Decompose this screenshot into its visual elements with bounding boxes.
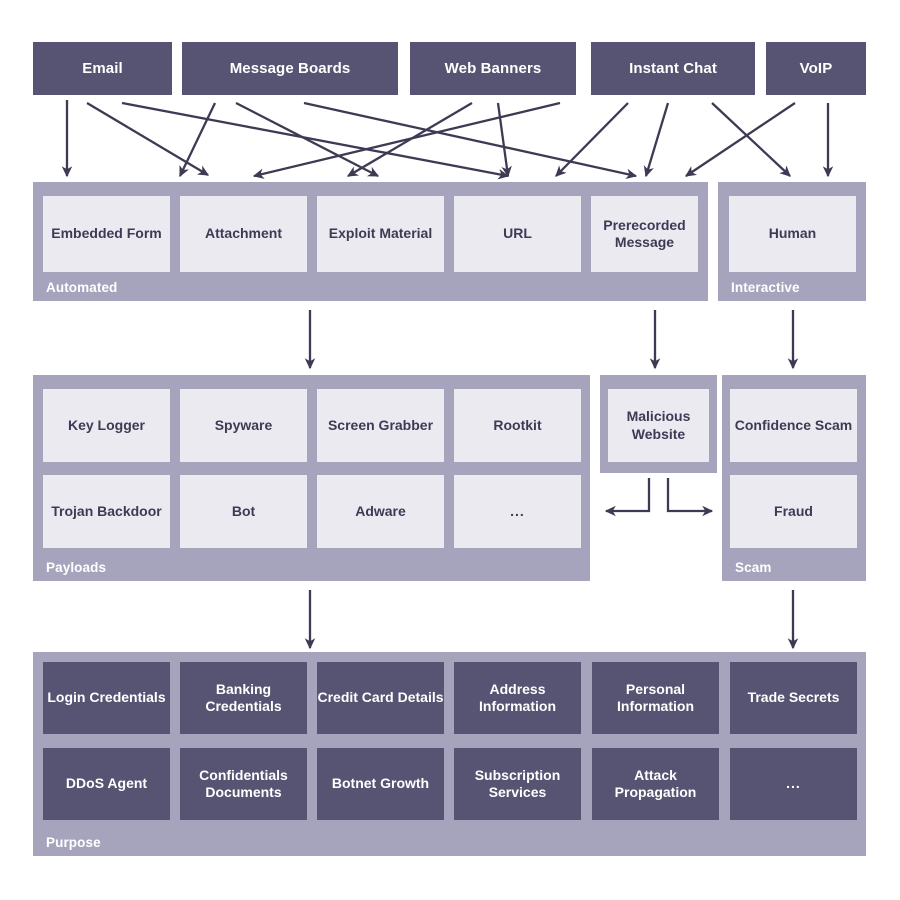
cell-label: Login Credentials xyxy=(47,689,166,706)
cell-label: Spyware xyxy=(214,416,273,433)
arrow-email-to-url xyxy=(121,101,510,180)
delivery-cell-exploit-material[interactable]: Exploit Material xyxy=(317,196,444,272)
arrow-instant-chat-to-human xyxy=(711,102,791,177)
payload-cell-adware[interactable]: Adware xyxy=(317,475,444,548)
delivery-cell-attachment[interactable]: Attachment xyxy=(180,196,307,272)
purpose-cell-banking-credentials[interactable]: Banking Credentials xyxy=(180,662,307,734)
cell-label: URL xyxy=(503,225,532,242)
band-label-interactive: Interactive xyxy=(731,280,800,296)
cell-label: Rootkit xyxy=(493,416,542,433)
arrow-instant-chat-to-url xyxy=(555,102,629,177)
purpose-cell-more[interactable]: ... xyxy=(730,748,857,820)
payload-cell-rootkit[interactable]: Rootkit xyxy=(454,389,581,462)
purpose-cell-confidentials-documents[interactable]: Confidentials Documents xyxy=(180,748,307,820)
cell-label: Botnet Growth xyxy=(331,775,430,792)
cell-label: Address Information xyxy=(479,680,556,715)
arrow-instant-chat-down xyxy=(643,102,670,178)
cell-label: Screen Grabber xyxy=(327,416,434,433)
channel-label: Web Banners xyxy=(444,59,542,77)
channel-box-voip[interactable]: VoIP xyxy=(766,42,866,95)
channel-box-web-banners[interactable]: Web Banners xyxy=(410,42,576,95)
arrow-malicious-website-left xyxy=(604,478,651,517)
payload-cell-bot[interactable]: Bot xyxy=(180,475,307,548)
delivery-cell-human[interactable]: Human xyxy=(729,196,856,272)
arrow-malicious-website-right xyxy=(666,478,714,517)
cell-label: Trade Secrets xyxy=(747,689,840,706)
arrow-email-to-exploit-material xyxy=(86,102,210,176)
arrow-web-banners-to-url xyxy=(346,102,473,177)
arrow-message-boards-to-exploit xyxy=(235,101,380,178)
channel-label: Email xyxy=(82,59,123,77)
purpose-cell-ddos-agent[interactable]: DDoS Agent xyxy=(43,748,170,820)
channel-label: VoIP xyxy=(799,59,833,77)
purpose-cell-credit-card-details[interactable]: Credit Card Details xyxy=(317,662,444,734)
cell-label: Key Logger xyxy=(67,416,145,433)
band-label-payloads: Payloads xyxy=(46,560,107,576)
purpose-cell-login-credentials[interactable]: Login Credentials xyxy=(43,662,170,734)
arrow-voip-to-prerecorded xyxy=(685,102,796,177)
cell-label: Embedded Form xyxy=(51,225,162,242)
arrow-web-banners-down xyxy=(496,102,512,178)
cell-label: Fraud xyxy=(774,502,813,519)
cell-label: Attack Propagation xyxy=(614,766,697,801)
cell-label: Subscription Services xyxy=(474,766,561,801)
cell-label: Adware xyxy=(355,502,406,519)
channel-box-message-boards[interactable]: Message Boards xyxy=(182,42,398,95)
cell-label: Banking Credentials xyxy=(205,680,282,715)
cell-label: ... xyxy=(510,502,525,519)
payload-cell-more[interactable]: ... xyxy=(454,475,581,548)
band-label-purpose: Purpose xyxy=(46,835,101,851)
channel-label: Message Boards xyxy=(229,59,351,77)
cell-label: Exploit Material xyxy=(328,225,433,242)
purpose-cell-botnet-growth[interactable]: Botnet Growth xyxy=(317,748,444,820)
cell-label: Human xyxy=(768,225,817,242)
cell-label: Personal Information xyxy=(617,680,694,715)
payload-cell-key-logger[interactable]: Key Logger xyxy=(43,389,170,462)
purpose-cell-personal-information[interactable]: Personal Information xyxy=(592,662,719,734)
channel-label: Instant Chat xyxy=(629,59,717,77)
payload-cell-trojan-backdoor[interactable]: Trojan Backdoor xyxy=(43,475,170,548)
cell-label: Confidence Scam xyxy=(734,416,853,433)
band-purpose: Purpose xyxy=(33,652,866,856)
arrow-web-banners-to-attachment xyxy=(252,101,561,179)
cell-label: Credit Card Details xyxy=(317,689,444,706)
cell-label: Malicious Website xyxy=(626,408,691,442)
purpose-cell-subscription-services[interactable]: Subscription Services xyxy=(454,748,581,820)
arrow-message-boards-to-url xyxy=(303,101,638,180)
delivery-cell-prerecorded-message[interactable]: Prerecorded Message xyxy=(591,196,698,272)
delivery-cell-url[interactable]: URL xyxy=(454,196,581,272)
cell-label: Confidentials Documents xyxy=(199,766,288,801)
cell-label: Trojan Backdoor xyxy=(51,502,162,519)
arrow-message-boards-to-attachment xyxy=(178,102,217,178)
delivery-cell-embedded-form[interactable]: Embedded Form xyxy=(43,196,170,272)
cell-label: Attachment xyxy=(204,225,282,242)
scam-cell-confidence-scam[interactable]: Confidence Scam xyxy=(730,389,857,462)
middle-cell-malicious-website[interactable]: Malicious Website xyxy=(608,389,709,462)
band-label-scam: Scam xyxy=(735,560,772,576)
channel-box-email[interactable]: Email xyxy=(33,42,172,95)
cell-label: DDoS Agent xyxy=(65,775,148,792)
band-label-automated: Automated xyxy=(46,280,118,296)
scam-cell-fraud[interactable]: Fraud xyxy=(730,475,857,548)
cell-label: Bot xyxy=(231,502,256,519)
purpose-cell-trade-secrets[interactable]: Trade Secrets xyxy=(730,662,857,734)
cell-label: Prerecorded Message xyxy=(603,216,686,251)
cell-label: ... xyxy=(786,775,801,792)
payload-cell-spyware[interactable]: Spyware xyxy=(180,389,307,462)
purpose-cell-attack-propagation[interactable]: Attack Propagation xyxy=(592,748,719,820)
channel-box-instant-chat[interactable]: Instant Chat xyxy=(591,42,755,95)
payload-cell-screen-grabber[interactable]: Screen Grabber xyxy=(317,389,444,462)
purpose-cell-address-information[interactable]: Address Information xyxy=(454,662,581,734)
